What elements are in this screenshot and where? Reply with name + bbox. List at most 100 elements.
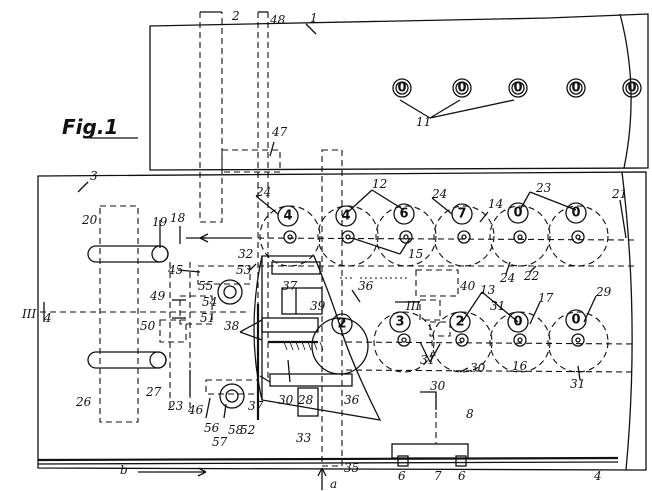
- callout: 21: [611, 187, 627, 201]
- callout: 11: [416, 115, 431, 129]
- callout: 49: [149, 289, 166, 303]
- callout: 57: [212, 435, 228, 449]
- callout: 12: [372, 177, 387, 191]
- callout: 53: [236, 263, 252, 277]
- callout: 37: [248, 399, 264, 413]
- callout: 31: [570, 377, 585, 391]
- main-frame: [37, 171, 647, 471]
- upper-wheel: 4: [259, 205, 321, 267]
- callout: 7: [434, 469, 442, 483]
- callout: 52: [240, 423, 255, 437]
- callout: 36: [344, 393, 360, 407]
- callout: 15: [408, 247, 423, 261]
- callout: 30: [278, 393, 294, 407]
- callout: 56: [204, 421, 220, 435]
- left-mechanism: [40, 205, 259, 423]
- leader-lines: [77, 23, 627, 419]
- dashed-blocks: [340, 269, 469, 467]
- callout: 36: [358, 279, 374, 293]
- top-digit: 0: [452, 78, 472, 98]
- svg-text:2: 2: [455, 315, 464, 330]
- callout: 35: [344, 461, 359, 475]
- callout: 13: [480, 283, 496, 297]
- callout: 38: [224, 319, 240, 333]
- callout: 18: [170, 211, 186, 225]
- callout: 4: [593, 469, 602, 483]
- lower-wheel: 0: [547, 309, 609, 373]
- callout: 14: [488, 197, 503, 211]
- callout: 31: [490, 299, 505, 313]
- callout: 17: [538, 291, 554, 305]
- callout: 39: [310, 299, 326, 313]
- callout: III: [21, 307, 36, 321]
- upper-wheel: 7: [433, 203, 495, 267]
- svg-text:2: 2: [337, 317, 346, 332]
- upper-plate: [149, 13, 649, 171]
- svg-text:4: 4: [341, 209, 350, 224]
- callout: 23: [167, 399, 184, 413]
- upper-wheel: 0: [547, 202, 609, 267]
- callout: 30: [470, 361, 486, 375]
- callout: 23: [535, 181, 552, 195]
- top-digit: 0: [622, 78, 642, 98]
- cutaway-section: 2: [253, 255, 382, 421]
- callout: b: [120, 463, 128, 477]
- svg-text:0: 0: [571, 206, 580, 221]
- callout: 31: [420, 353, 435, 367]
- svg-text:0: 0: [571, 313, 580, 328]
- svg-text:3: 3: [395, 315, 404, 330]
- callout: 51: [200, 311, 215, 325]
- callout: 29: [595, 285, 612, 299]
- callout: 8: [466, 407, 474, 421]
- callout: 19: [152, 215, 168, 229]
- svg-text:0: 0: [457, 81, 466, 96]
- figure-title: Fig.1: [62, 115, 118, 139]
- callout: 58: [228, 423, 244, 437]
- callout: 27: [145, 385, 162, 399]
- callout: 46: [187, 403, 204, 417]
- svg-text:7: 7: [457, 207, 466, 222]
- callout: 6: [458, 469, 466, 483]
- callout: a: [330, 477, 337, 491]
- top-strip-digits: 0 0 0 0 0: [392, 78, 642, 119]
- top-digit: 0: [566, 78, 586, 98]
- callout: 6: [398, 469, 406, 483]
- top-digit: 0: [508, 78, 528, 98]
- top-digit: 0: [392, 78, 412, 98]
- callout: 28: [297, 393, 314, 407]
- svg-text:0: 0: [571, 81, 580, 96]
- callout: 33: [296, 431, 312, 445]
- callout-labels: 1 2 48 3 47 11 12 24 24 14 23 21 18 19 2…: [21, 9, 627, 491]
- motion-arrows: [138, 467, 327, 490]
- callout: 37: [282, 279, 298, 293]
- callout: 16: [512, 359, 528, 373]
- callout: 24: [499, 271, 515, 285]
- svg-text:4: 4: [283, 209, 292, 224]
- callout: 22: [523, 269, 539, 283]
- slide-rods: [199, 11, 343, 467]
- callout: 45: [167, 263, 183, 277]
- svg-text:0: 0: [627, 81, 636, 96]
- callout: III: [405, 299, 420, 313]
- callout: 3: [90, 169, 98, 183]
- callout: 30: [430, 379, 446, 393]
- callout: 26: [75, 395, 92, 409]
- lower-wheel-row: 3 2 0 0: [345, 309, 635, 373]
- lower-wheel: 3: [373, 311, 435, 373]
- svg-text:6: 6: [399, 207, 408, 222]
- callout: 2: [231, 9, 240, 23]
- upper-wheel: 0: [489, 202, 551, 267]
- svg-text:0: 0: [513, 206, 522, 221]
- callout: 48: [269, 13, 286, 27]
- callout: 24: [431, 187, 447, 201]
- callout: 4: [43, 311, 52, 325]
- callout: 40: [459, 279, 476, 293]
- svg-text:0: 0: [397, 81, 406, 96]
- callout: 47: [271, 125, 288, 139]
- callout: 32: [238, 247, 253, 261]
- svg-text:0: 0: [513, 81, 522, 96]
- upper-wheel: 6: [375, 203, 437, 267]
- upper-wheel: 4: [317, 205, 379, 267]
- callout: 24: [255, 185, 271, 199]
